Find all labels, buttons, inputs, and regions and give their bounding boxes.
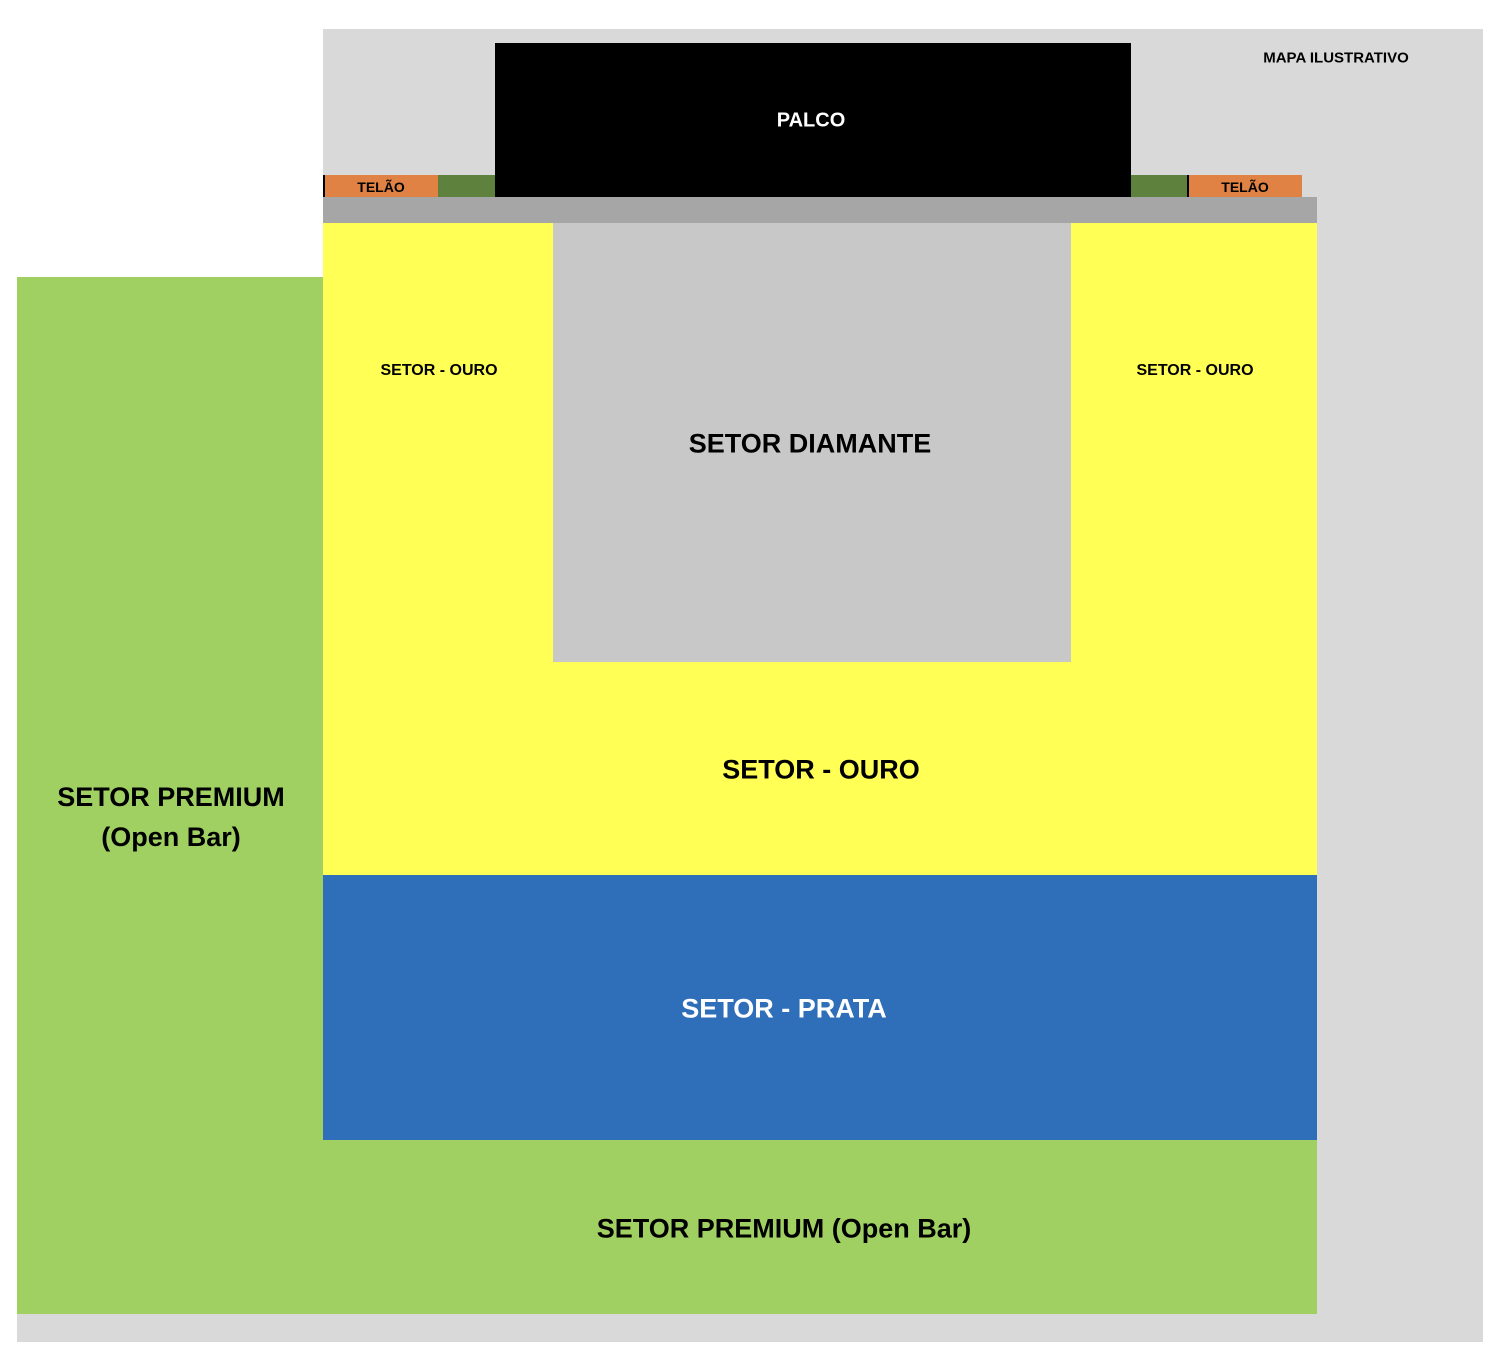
screen-right: [1187, 175, 1302, 197]
screen-left: [323, 175, 438, 197]
screen-left-side: [438, 175, 495, 197]
sector-prata-label: SETOR - PRATA: [681, 993, 887, 1024]
sector-premium-bottom[interactable]: [323, 1140, 1317, 1314]
map-title: MAPA ILUSTRATIVO: [1263, 49, 1409, 67]
screen-right-side: [1131, 175, 1187, 197]
sector-premium-left[interactable]: [17, 277, 323, 1314]
barrier: [323, 197, 1317, 223]
screen-right-label: TELÃO: [1221, 179, 1269, 195]
venue-background-bottom: [17, 1314, 323, 1342]
sector-premium-left-line1: SETOR PREMIUM: [57, 782, 285, 812]
sector-premium-left-line2: (Open Bar): [101, 822, 241, 852]
sector-ouro-right-label: SETOR - OURO: [1136, 362, 1254, 379]
stage-label: PALCO: [776, 109, 846, 132]
sector-ouro-left-label: SETOR - OURO: [380, 362, 498, 379]
sector-diamante[interactable]: [553, 223, 1071, 662]
stage[interactable]: [495, 43, 1131, 197]
screen-left-label: TELÃO: [357, 179, 405, 195]
sector-premium-left-label: SETOR PREMIUM (Open Bar): [57, 777, 285, 857]
sector-ouro-main-label: SETOR - OURO: [722, 754, 920, 785]
sector-premium-bottom-label: SETOR PREMIUM (Open Bar): [596, 1213, 972, 1244]
sector-diamante-label: SETOR DIAMANTE: [688, 428, 932, 459]
sector-prata[interactable]: [323, 875, 1317, 1140]
